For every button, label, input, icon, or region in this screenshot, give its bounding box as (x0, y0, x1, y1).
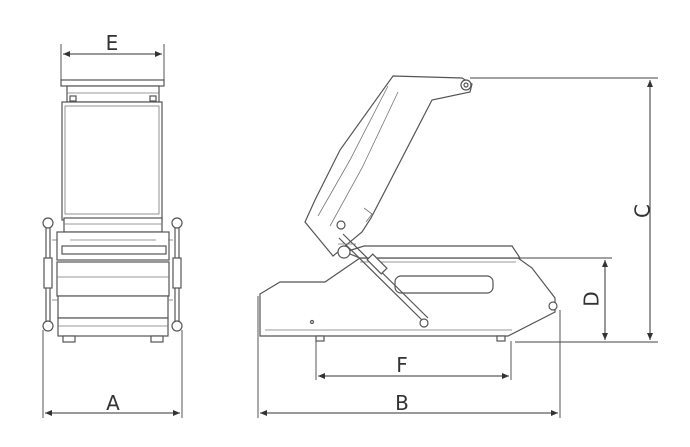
dimension-e: E (60, 31, 165, 80)
dimension-label-c: C (631, 204, 655, 218)
dimension-f: F (315, 341, 512, 380)
dimension-label-d: D (580, 291, 604, 306)
dimension-b: B (257, 296, 561, 418)
front-view (42, 79, 183, 343)
dimension-d: D (520, 257, 612, 343)
dimension-label-a: A (106, 391, 120, 415)
dimension-label-f: F (396, 353, 408, 377)
side-view (259, 75, 558, 342)
dimension-label-b: B (395, 391, 409, 415)
dimension-a: A (42, 330, 183, 418)
dimension-label-e: E (106, 31, 119, 55)
